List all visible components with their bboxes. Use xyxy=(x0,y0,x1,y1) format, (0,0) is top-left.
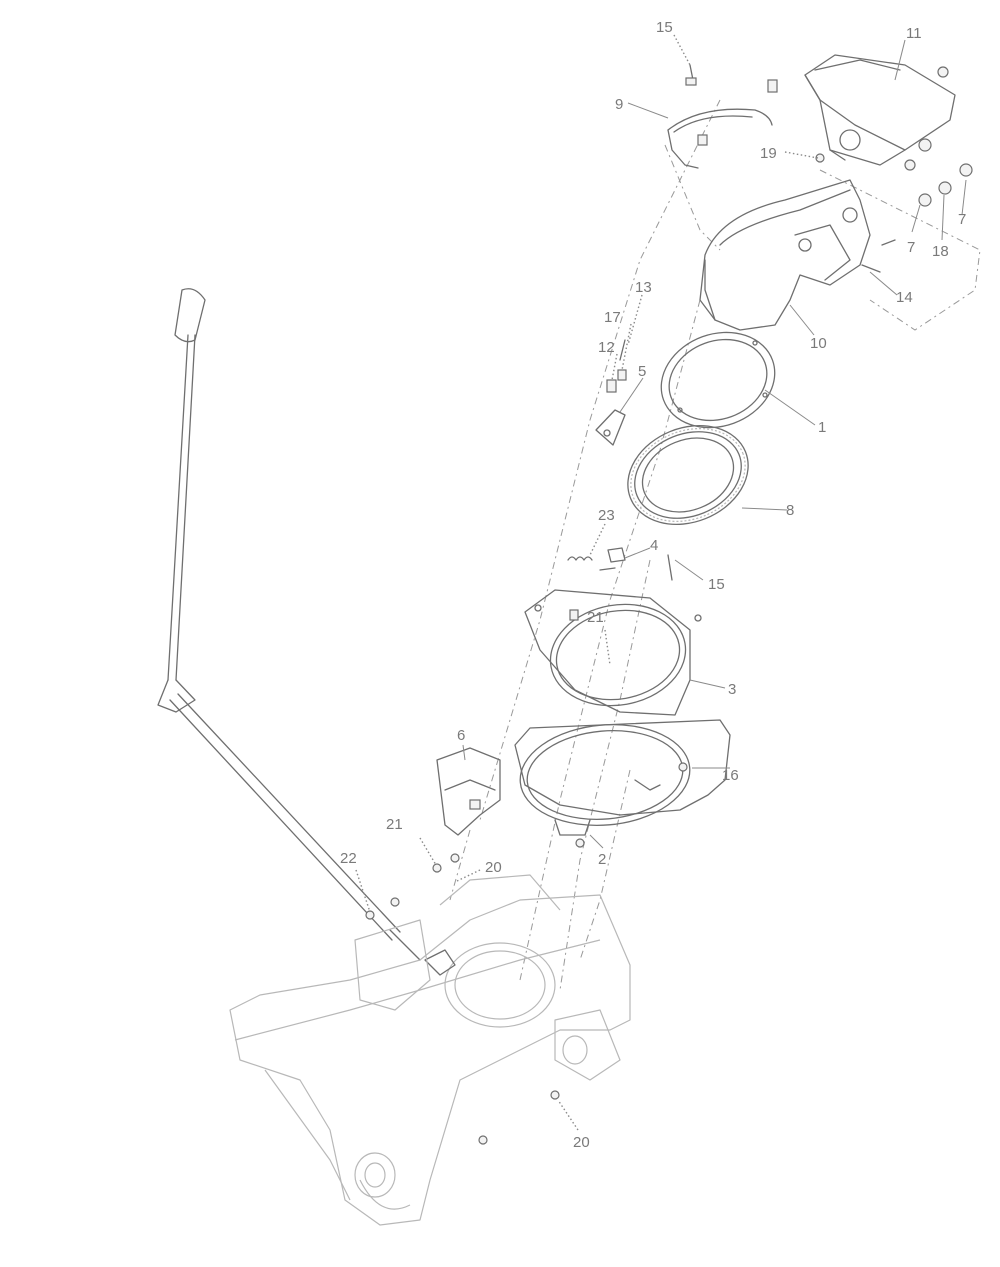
callout-13: 13 xyxy=(635,279,652,296)
callout-3: 3 xyxy=(728,681,736,698)
chute-latch xyxy=(595,339,627,446)
callout-20: 20 xyxy=(485,859,502,876)
chute-gear-ring xyxy=(627,424,749,526)
spring-and-bracket xyxy=(567,547,673,581)
callout-7: 7 xyxy=(958,211,966,228)
callout-12: 12 xyxy=(598,339,615,356)
callout-16: 16 xyxy=(722,767,739,784)
chute-deflector xyxy=(804,54,956,166)
callout-15: 15 xyxy=(656,19,673,36)
part-callouts: 15 11 9 19 7 7 18 14 10 13 17 12 5 1 8 2… xyxy=(340,19,966,1151)
callout-21: 21 xyxy=(386,816,403,833)
assembly-guide-lines xyxy=(449,99,981,991)
callout-4: 4 xyxy=(650,537,658,554)
callout-11: 11 xyxy=(906,25,922,42)
callout-1: 1 xyxy=(818,419,826,436)
mounting-bracket xyxy=(432,747,501,873)
callout-7: 7 xyxy=(907,239,915,256)
chute-flange xyxy=(514,719,731,848)
callout-15: 15 xyxy=(708,576,725,593)
callout-6: 6 xyxy=(457,727,465,744)
leader-lines xyxy=(355,34,967,1131)
callout-10: 10 xyxy=(810,335,827,352)
callout-2: 2 xyxy=(598,851,606,868)
chute-crank-handle xyxy=(157,288,421,961)
callout-20: 20 xyxy=(573,1134,590,1151)
chute-base-plate xyxy=(524,589,702,716)
callout-9: 9 xyxy=(615,96,623,113)
callout-5: 5 xyxy=(638,363,646,380)
callout-22: 22 xyxy=(340,850,357,867)
chute-ring xyxy=(660,331,776,429)
callout-14: 14 xyxy=(896,289,913,306)
callout-23: 23 xyxy=(598,507,615,524)
callout-17: 17 xyxy=(604,309,621,326)
auger-housing xyxy=(229,874,631,1226)
discharge-chute xyxy=(699,179,871,331)
callout-8: 8 xyxy=(786,502,794,519)
callout-18: 18 xyxy=(932,243,949,260)
top-hardware xyxy=(685,64,973,273)
callout-19: 19 xyxy=(760,145,777,162)
callout-21: 21 xyxy=(587,609,604,626)
chute-spring xyxy=(667,108,773,169)
